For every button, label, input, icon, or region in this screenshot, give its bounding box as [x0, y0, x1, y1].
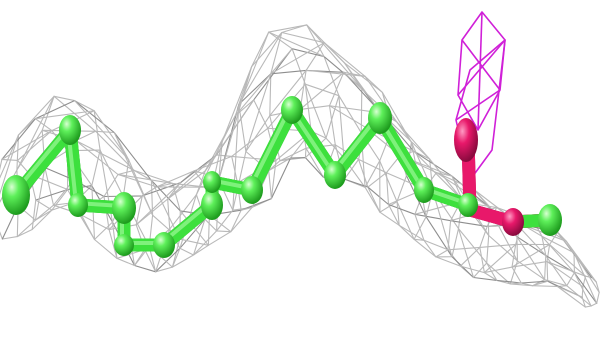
mesh-cross	[511, 243, 551, 268]
mesh-cross	[1, 130, 53, 160]
mesh-cross	[279, 157, 292, 162]
oxygen-atom	[502, 208, 524, 236]
mesh-cross	[245, 73, 272, 153]
mesh-cross	[486, 262, 498, 281]
cage-edge	[455, 39, 506, 181]
mesh-cross	[268, 31, 325, 58]
mesh-cross	[299, 71, 345, 110]
mesh-cross	[113, 131, 154, 216]
mesh-cross	[171, 247, 181, 268]
mesh-cross	[16, 95, 55, 171]
mesh-cross	[459, 246, 481, 267]
molecule-atoms	[2, 96, 562, 258]
cage-edge	[455, 89, 501, 121]
carbon-atom	[241, 176, 263, 204]
mesh-cross	[483, 243, 517, 274]
electron-density-mesh	[0, 24, 600, 308]
carbon-atom	[112, 192, 136, 224]
mesh-cross	[413, 150, 463, 201]
mesh-cross	[304, 147, 307, 159]
mesh-ring	[135, 182, 181, 273]
carbon-atom	[59, 115, 81, 145]
mesh-cross	[306, 24, 363, 89]
mesh-ring	[238, 31, 312, 172]
cage-edge	[477, 11, 483, 131]
mesh-cross	[516, 236, 546, 281]
mesh-cross	[240, 206, 253, 211]
mesh-ring	[0, 158, 37, 240]
mesh-cross	[75, 140, 135, 171]
mesh-cross	[509, 282, 522, 285]
mesh-cross	[117, 173, 174, 184]
mesh-cross	[338, 95, 345, 159]
mesh-cross	[269, 69, 307, 117]
ligand-density-cage	[455, 11, 506, 181]
carbon-atom	[153, 232, 175, 258]
mesh-cross	[91, 185, 96, 241]
mesh-cross	[367, 172, 387, 188]
oxygen-atom	[454, 118, 478, 162]
mesh-strand	[31, 31, 592, 307]
mesh-strand	[1, 48, 583, 298]
mesh-cross	[73, 100, 130, 161]
mesh-cross	[457, 228, 475, 279]
carbon-atom	[2, 175, 30, 215]
mesh-cross	[167, 154, 218, 200]
mesh-ring	[328, 71, 393, 188]
carbon-atom	[538, 204, 562, 236]
mesh-cross	[573, 252, 598, 304]
mesh-cross	[545, 254, 568, 287]
mesh-cross	[192, 218, 206, 256]
mesh-cross	[111, 221, 118, 259]
carbon-atom	[281, 96, 303, 124]
carbon-atom	[368, 102, 392, 134]
mesh-cross	[0, 134, 20, 195]
carbon-atom	[458, 193, 478, 217]
mesh-cross	[531, 280, 549, 287]
mesh-cross	[432, 190, 453, 258]
mesh-ring	[385, 150, 434, 240]
carbon-atom	[201, 190, 223, 220]
mesh-cross	[305, 69, 366, 77]
carbon-atom	[324, 161, 346, 189]
carbon-atom	[114, 234, 134, 256]
mesh-cross	[557, 231, 597, 283]
mesh-cross	[234, 48, 293, 117]
mesh-cross	[135, 182, 182, 226]
mesh-cross	[435, 249, 449, 258]
mesh-ring	[167, 170, 210, 256]
mesh-cross	[573, 272, 592, 307]
mesh-cross	[541, 235, 575, 274]
carbon-atom	[203, 171, 221, 193]
carbon-atom	[414, 177, 434, 203]
mesh-cross	[268, 170, 272, 200]
mesh-cross	[270, 42, 325, 75]
mesh-ring	[103, 169, 154, 267]
mesh-cross	[435, 172, 489, 207]
mesh-cross	[133, 248, 146, 267]
mesh-ring	[581, 275, 600, 308]
mesh-cross	[218, 65, 253, 181]
mesh-ring	[73, 130, 130, 241]
carbon-atom	[68, 193, 88, 217]
mesh-cross	[556, 285, 583, 298]
mesh-cross	[238, 31, 283, 105]
mesh-cross	[204, 99, 255, 172]
cage-edge	[461, 39, 501, 91]
mesh-cross	[546, 261, 587, 277]
mesh-cross	[396, 201, 400, 226]
mesh-cross	[34, 167, 46, 221]
mesh-cross	[304, 83, 327, 139]
mesh-cross	[343, 158, 360, 180]
mesh-cross	[413, 238, 425, 241]
